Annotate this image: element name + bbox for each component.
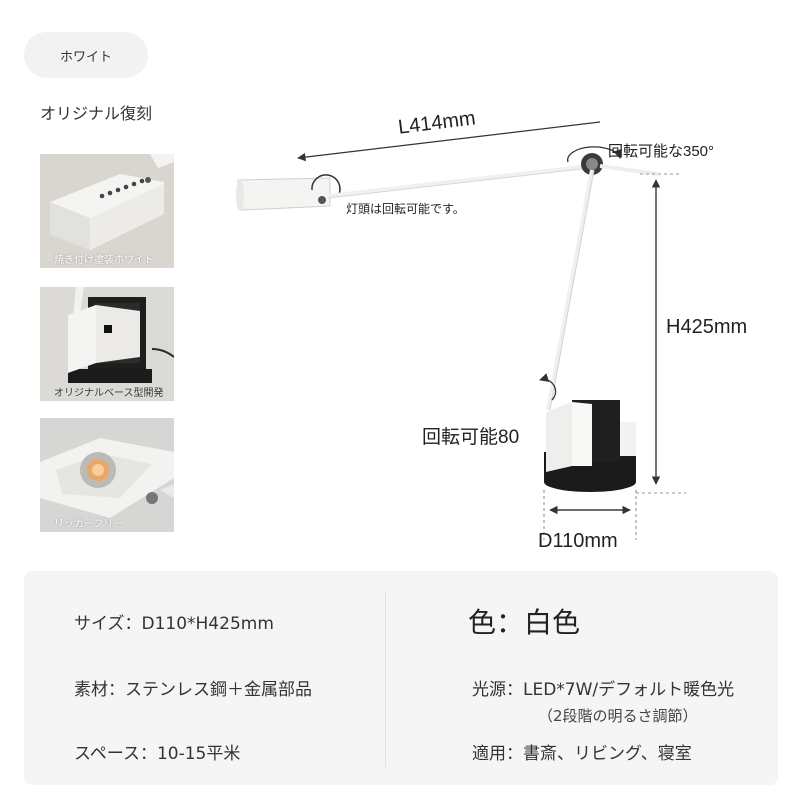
spec-material: 素材：ステンレス鋼＋金属部品 [74, 680, 312, 700]
thumbnail-caption: リッカーフリー [54, 519, 124, 530]
spec-light-source: 光源：LED*7W/デフォルト暖色光 [472, 680, 735, 700]
height-label: H425mm [666, 316, 748, 338]
subtitle: オリジナル復刻 [40, 104, 153, 123]
diameter-label: D110mm [538, 530, 618, 552]
thumbnail-led[interactable]: リッカーフリー [40, 418, 174, 532]
thumbnail-caption: 焼き付け塗装ホワイト [54, 255, 154, 266]
color-option-label: ホワイト [59, 49, 112, 65]
thumbnail-base[interactable]: オリジナルベース型開発 [40, 287, 174, 401]
lamp-base-image [40, 287, 174, 401]
spec-size: サイズ：D110*H425mm [74, 614, 274, 634]
spec-space: スペース：10-15平米 [74, 744, 241, 764]
spec-usage: 適用：書斎、リビング、寝室 [472, 744, 692, 764]
spec-color: 色：白色 [468, 606, 581, 639]
thumbnail-finish[interactable]: 焼き付け塗装ホワイト [40, 154, 174, 268]
thumbnail-caption: オリジナルベース型開発 [54, 388, 164, 399]
top-rotation-label: 回転可能な350° [608, 143, 715, 160]
led-image [40, 418, 174, 532]
spec-light-note: （2段階の明るさ調節） [538, 707, 698, 725]
dimension-diagram: L414mm 回転可能な350° 灯頭は回転可能です。 H425mm 回転可能8… [180, 100, 800, 570]
base-rotation-label: 回転可能80 [422, 427, 520, 448]
spec-panel: サイズ：D110*H425mm 色：白色 素材：ステンレス鋼＋金属部品 光源：L… [24, 571, 778, 785]
color-option-white[interactable]: ホワイト [24, 32, 148, 78]
head-rotation-label: 灯頭は回転可能です。 [346, 202, 465, 216]
spec-divider [385, 591, 386, 767]
lamp-drawing [236, 121, 686, 540]
lamp-head-image [40, 154, 174, 268]
